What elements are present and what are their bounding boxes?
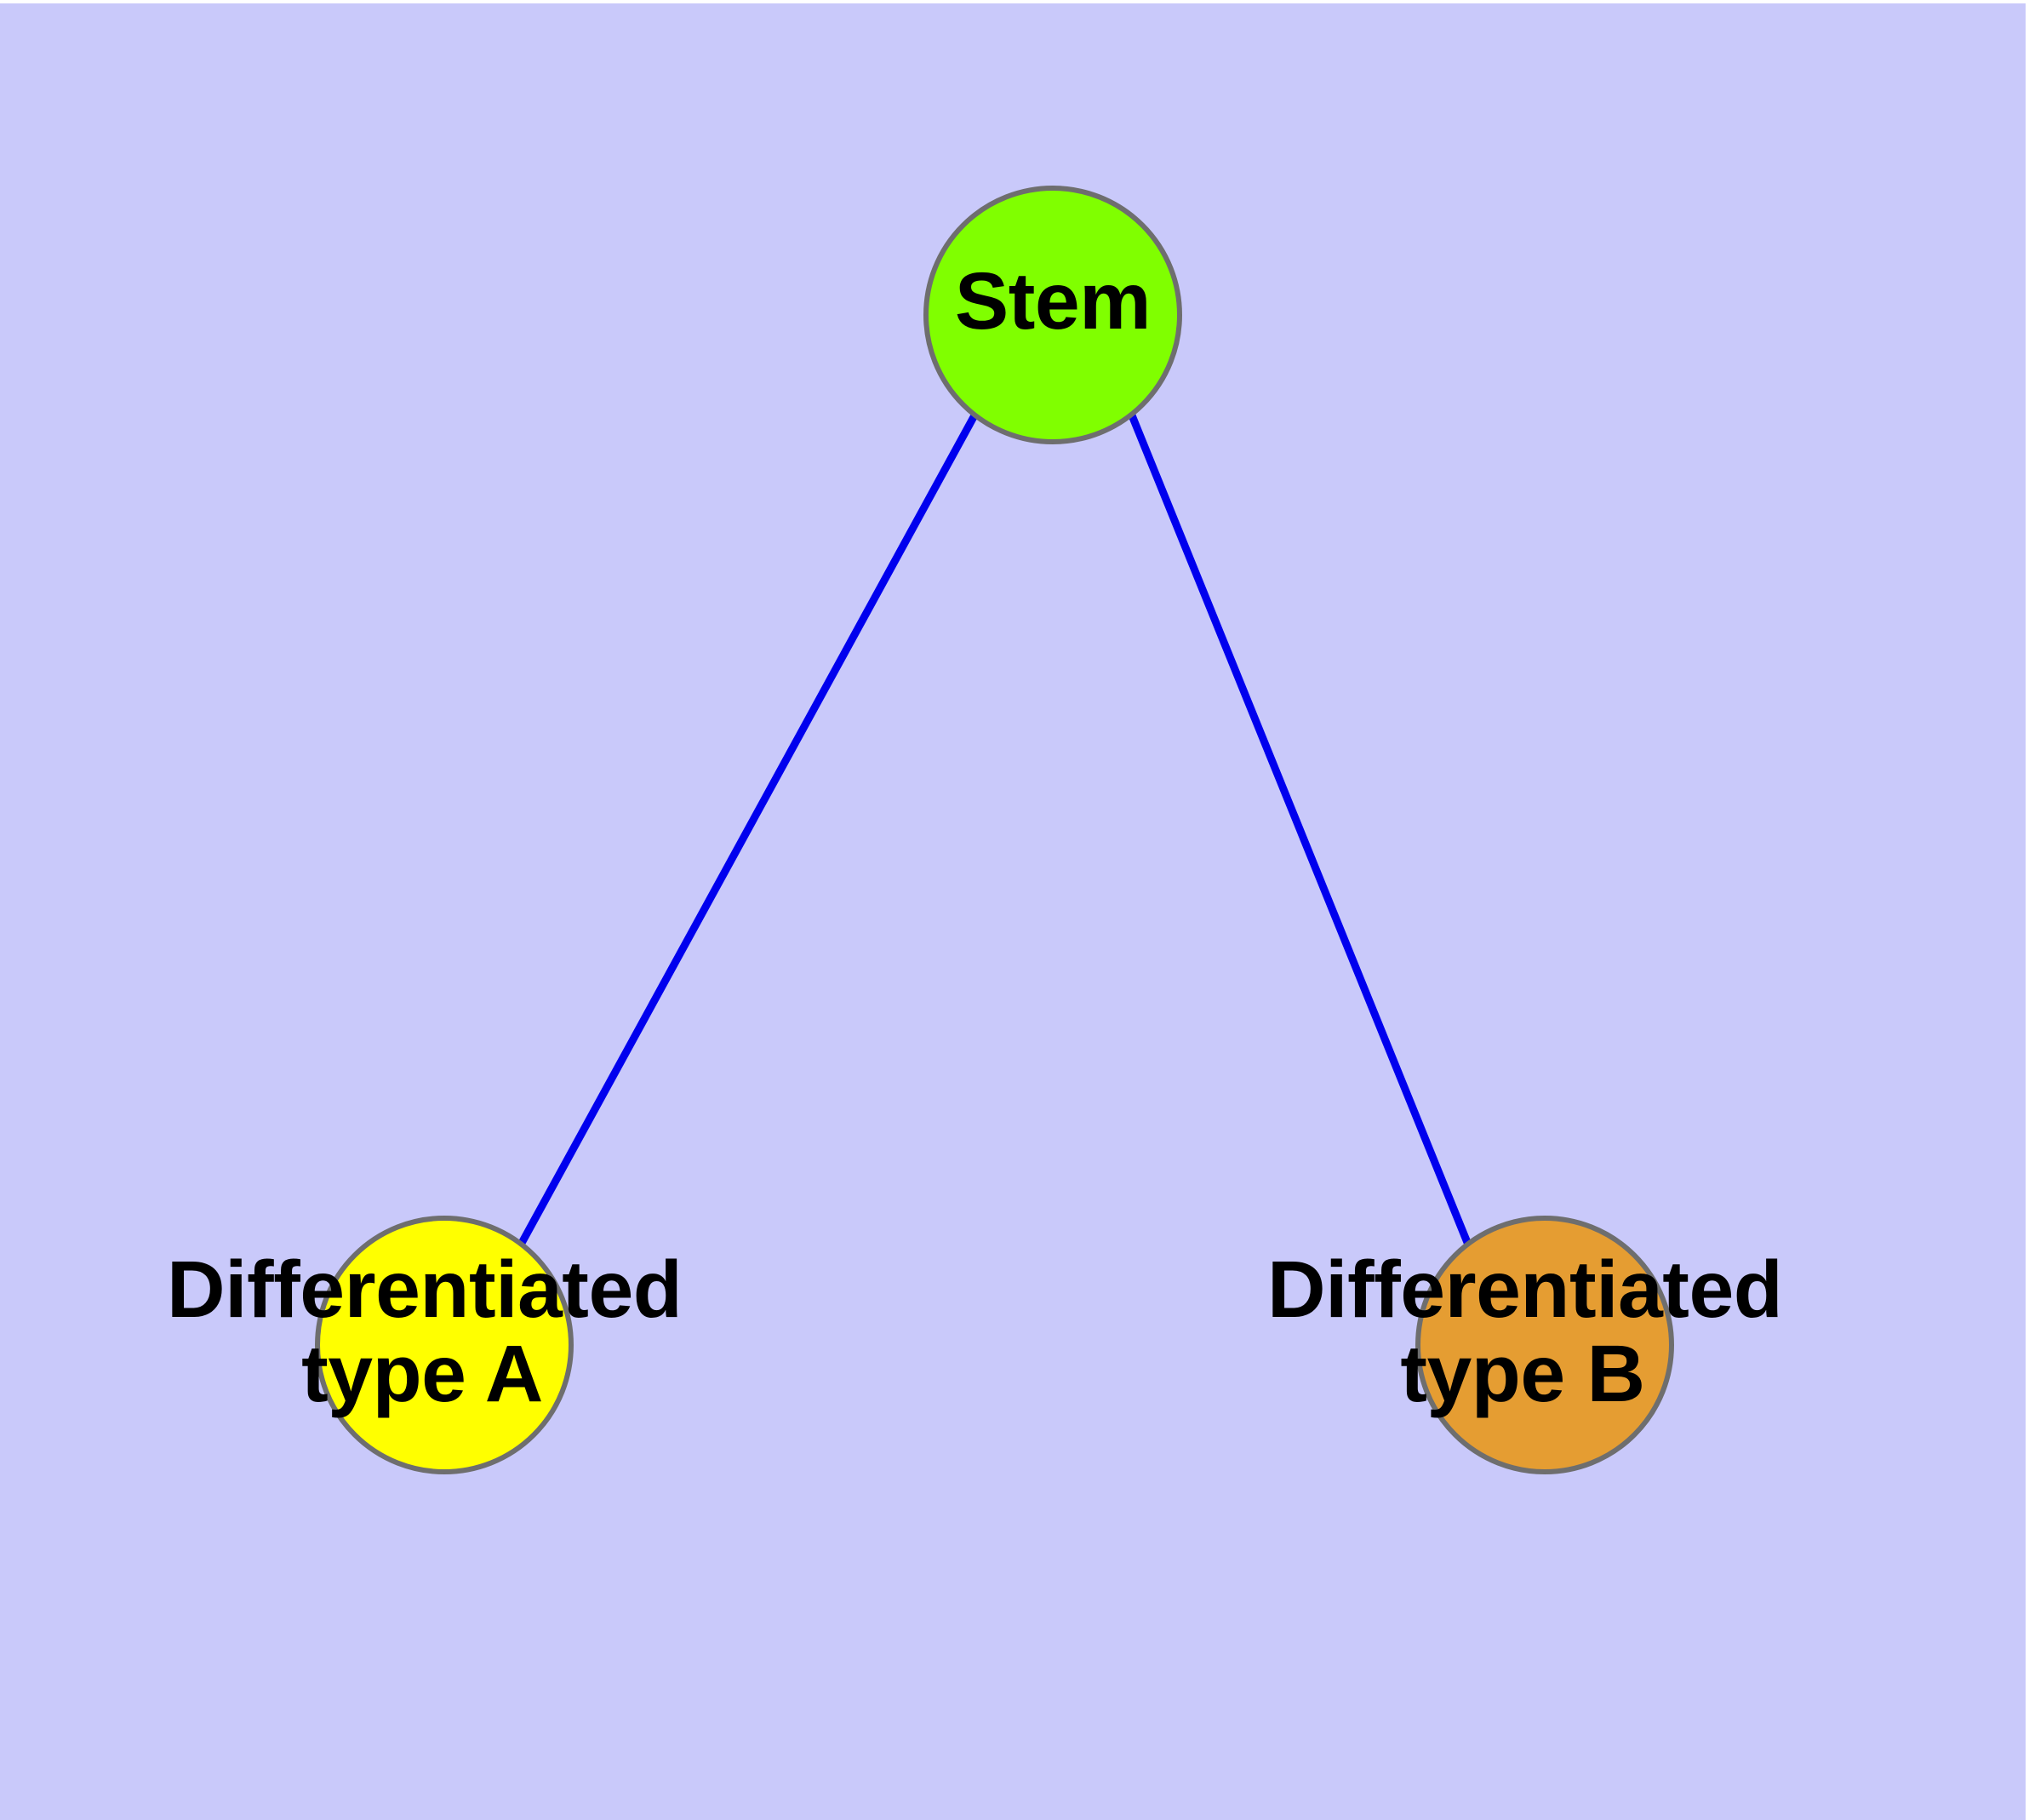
edge-stem-to-diff-a[interactable] (517, 413, 978, 1247)
node-layer (315, 186, 1674, 1474)
node-diff-a[interactable] (315, 1216, 574, 1474)
node-diff-b[interactable] (1415, 1216, 1674, 1474)
edge-layer (517, 413, 1472, 1247)
edge-stem-to-diff-b[interactable] (1128, 414, 1472, 1246)
node-stem[interactable] (923, 186, 1182, 444)
